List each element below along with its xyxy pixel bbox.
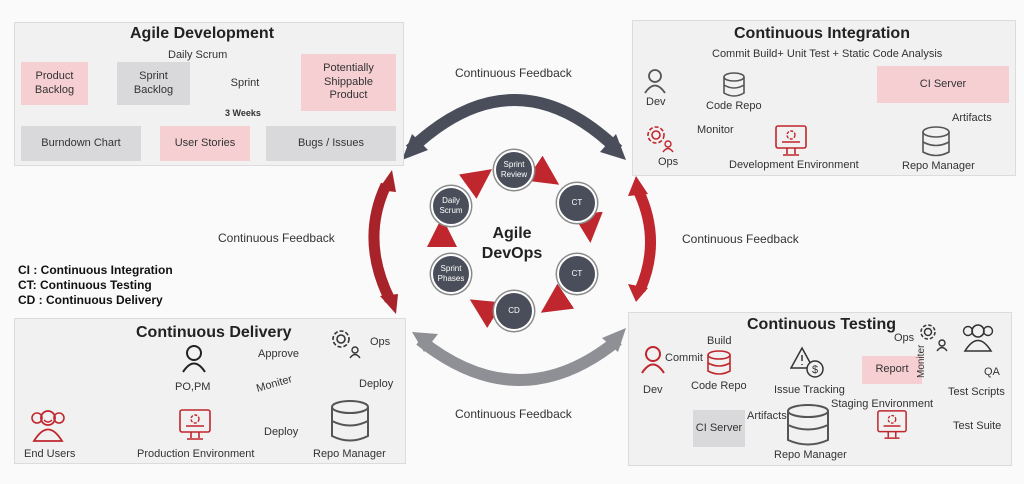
cycle-node-ct-2: CT [557, 254, 597, 294]
ct-commit-label: Commit [665, 352, 703, 364]
feedback-arc-left [368, 182, 395, 303]
feedback-arrowhead-bottom-left [412, 332, 438, 352]
cd-po-pm-label: PO,PM [175, 381, 211, 393]
ci-code-repo-label: Code Repo [706, 100, 762, 112]
agile-panel-title: Agile Development [130, 25, 275, 42]
cycle-node-daily-scrum: Daily Scrum [431, 186, 471, 226]
issue-tracking-warning-icon: $ [790, 346, 824, 378]
ct-test-scripts-label: Test Scripts [948, 386, 1005, 398]
cd-deploy-left-label: Deploy [264, 426, 299, 438]
cycle-node-sprint-review: Sprint Review [494, 150, 534, 190]
cd-repo-manager-database-icon [331, 400, 369, 442]
ci-repo-manager-label: Repo Manager [902, 160, 975, 172]
agile-devops-title: Agile DevOps [481, 225, 543, 262]
development-environment-monitor-icon [775, 125, 807, 156]
ct-ci-server-box: CI Server [693, 410, 745, 447]
ci-server-box: CI Server [877, 66, 1009, 103]
feedback-arc-right [633, 187, 656, 293]
ci-monitor-label: Monitor [697, 124, 734, 136]
user-stories-box: User Stories [160, 126, 250, 161]
continuous-testing-panel [628, 312, 1012, 466]
legend-cd: CD : Continuous Delivery [18, 293, 163, 307]
ci-dev-env-label: Development Environment [729, 159, 859, 171]
ct-qa-label: QA [984, 366, 1000, 378]
ct-staging-env-label: Staging Environment [831, 398, 934, 410]
svg-text:$: $ [812, 364, 818, 376]
feedback-label-top: Continuous Feedback [455, 66, 572, 80]
ct-test-suite-label: Test Suite [953, 420, 1002, 432]
ct-panel-title: Continuous Testing [747, 316, 897, 333]
feedback-arrowhead-bottom-right [602, 328, 626, 352]
ci-subtitle: Commit Build+ Unit Test + Static Code An… [712, 48, 943, 60]
feedback-arrowhead-right-bottom [628, 284, 648, 302]
ci-ops-label: Ops [658, 156, 679, 168]
po-pm-user-icon [182, 345, 206, 373]
product-backlog-box: Product Backlog [21, 62, 88, 105]
ci-dev-label: Dev [646, 96, 666, 108]
ct-issue-tracking-label: Issue Tracking [774, 384, 845, 396]
cd-deploy-down-label: Deploy [359, 378, 394, 390]
burndown-chart-box: Burndown Chart [21, 126, 141, 161]
ct-dev-user-icon [641, 346, 665, 374]
cd-repo-manager-label: Repo Manager [313, 448, 386, 460]
feedback-arrowhead-top-right [600, 134, 626, 160]
sprint-node: Sprint [230, 77, 260, 90]
cd-ops-label: Ops [370, 336, 391, 348]
ct-code-repo-database-icon [707, 350, 731, 375]
staging-environment-monitor-icon [877, 410, 907, 439]
ci-artifacts-label: Artifacts [952, 112, 992, 124]
feedback-label-bottom: Continuous Feedback [455, 407, 572, 421]
ci-repo-manager-database-icon [922, 126, 950, 157]
code-repo-database-icon [723, 72, 745, 97]
legend-ci: CI : Continuous Integration [18, 263, 173, 277]
ct-moniter-label: Moniter [916, 344, 927, 378]
production-environment-monitor-icon [179, 409, 211, 440]
feedback-arrowhead-top-left [402, 134, 428, 160]
legend-ct: CT: Continuous Testing [18, 278, 152, 292]
feedback-label-left: Continuous Feedback [218, 231, 335, 245]
feedback-label-right: Continuous Feedback [682, 232, 799, 246]
cycle-node-sprint-phases: Sprint Phases [431, 254, 471, 294]
feedback-arc-bottom [416, 335, 622, 386]
cd-end-users-label: End Users [24, 448, 76, 460]
sprint-backlog-box: Sprint Backlog [117, 62, 190, 105]
bugs-issues-box: Bugs / Issues [266, 126, 396, 161]
ci-panel-title: Continuous Integration [734, 25, 910, 42]
cd-approve-label: Approve [258, 348, 299, 360]
feedback-arrowhead-right-top [628, 176, 648, 196]
feedback-arrowhead-left-bottom [380, 294, 398, 314]
cycle-node-ct-1: CT [557, 183, 597, 223]
cd-ops-gear-icon [332, 330, 361, 359]
shippable-product-box: Potentially Shippable Product [301, 54, 396, 111]
cd-prod-env-label: Production Environment [137, 448, 255, 460]
cd-panel-title: Continuous Delivery [136, 324, 292, 341]
ct-build-label: Build [707, 335, 732, 347]
cycle-arrows [427, 155, 603, 328]
sprint-duration-label: 3 Weeks [225, 108, 261, 118]
daily-scrum-label: Daily Scrum [168, 49, 228, 61]
cycle-node-cd: CD [494, 291, 534, 331]
feedback-arrowhead-left-top [378, 170, 396, 192]
ct-repo-manager-database-icon [787, 404, 829, 446]
abbreviation-legend: CI : Continuous Integration CT: Continuo… [18, 263, 173, 308]
ops-gear-icon [647, 126, 674, 153]
qa-group-icon [962, 324, 994, 352]
ct-report-box: Report [862, 356, 922, 384]
end-users-group-icon [31, 410, 65, 442]
dev-user-icon [644, 69, 666, 94]
ct-code-repo-label: Code Repo [691, 380, 747, 392]
ct-ops-gear-icon [920, 324, 948, 352]
ct-ops-label: Ops [894, 332, 915, 344]
feedback-arc-top [405, 94, 623, 155]
ct-artifacts-label: Artifacts [747, 410, 787, 422]
ct-dev-label: Dev [643, 384, 663, 396]
ct-repo-manager-label: Repo Manager [774, 449, 847, 461]
